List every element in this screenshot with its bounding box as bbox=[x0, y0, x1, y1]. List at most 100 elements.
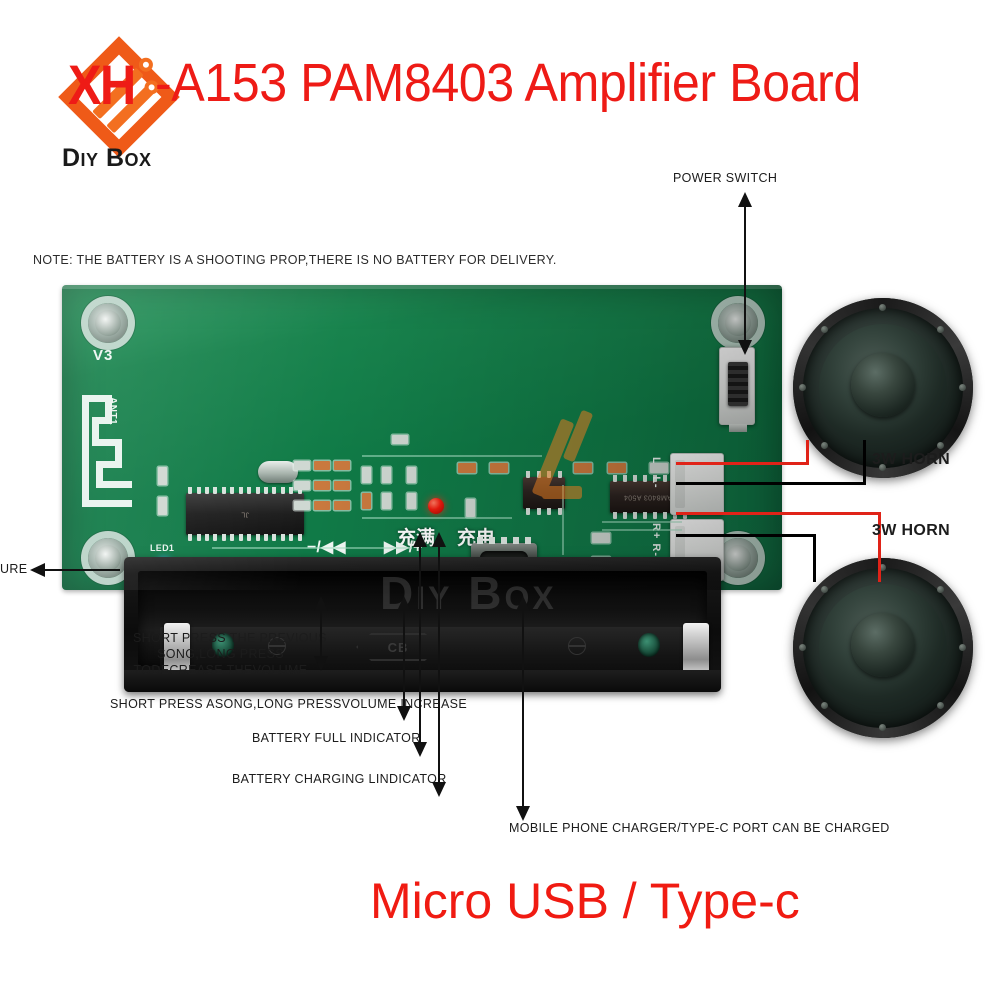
smd-resistor bbox=[294, 481, 310, 490]
callout-battery-charging-line bbox=[438, 536, 441, 788]
callout-horn-top-label: 3W HORN bbox=[872, 451, 951, 468]
callout-prev-song-label: SHORT PRESS THE PREVIOUS SONG,LONG PRESS… bbox=[133, 630, 327, 678]
callout-horn-bottom-label: 3W HORN bbox=[872, 522, 951, 539]
smd-resistor bbox=[407, 467, 416, 483]
power-switch-pin bbox=[729, 424, 747, 432]
wire-top-black-v bbox=[863, 440, 866, 485]
silkscreen-version: V3 bbox=[93, 347, 113, 364]
callout-battery-charging-label: BATTERY CHARGING LINDICATOR bbox=[232, 772, 447, 786]
footer-caption: Micro USB / Type-c bbox=[370, 873, 800, 929]
battery-holder-lip bbox=[124, 670, 721, 692]
callout-battery-charging-arrowhead-down bbox=[432, 782, 446, 797]
smd-resistor bbox=[466, 499, 475, 517]
callout-prev-song-line bbox=[320, 600, 323, 662]
callout-left-edge-arrowhead bbox=[30, 563, 45, 577]
wire-top-red-v bbox=[806, 440, 809, 465]
callout-battery-full-line bbox=[419, 536, 422, 748]
smd-resistor bbox=[294, 501, 310, 510]
wire-bottom-black-h bbox=[676, 534, 816, 537]
smd-capacitor bbox=[490, 463, 508, 473]
callout-prev-song-arrowhead-up bbox=[314, 596, 328, 611]
page-title: -A153 PAM8403 Amplifier Board bbox=[155, 53, 861, 113]
callout-power-switch-label: POWER SWITCH bbox=[673, 171, 778, 185]
battery-note: NOTE: THE BATTERY IS A SHOOTING PROP,THE… bbox=[33, 253, 557, 267]
battery-terminal-right bbox=[638, 633, 660, 657]
callout-power-switch-arrowhead-up bbox=[738, 192, 752, 207]
callout-prev-song-line2: SONG,LONG PRESS bbox=[157, 647, 284, 661]
power-switch[interactable] bbox=[719, 347, 755, 432]
power-switch-knob[interactable] bbox=[728, 362, 748, 406]
pcb-antenna-trace bbox=[82, 395, 134, 507]
amp-ic-pins-bottom bbox=[610, 512, 690, 519]
callout-left-edge-label: URE bbox=[0, 562, 28, 576]
callout-next-song-arrowhead-down bbox=[397, 706, 411, 721]
crystal-oscillator bbox=[258, 461, 298, 483]
callout-usb-port-line bbox=[522, 600, 525, 812]
wire-bottom-red-h bbox=[676, 512, 881, 515]
battery-cavity: CB bbox=[138, 571, 709, 675]
mounting-hole-top-left bbox=[88, 303, 128, 343]
smd-capacitor bbox=[334, 481, 350, 490]
smd-capacitor bbox=[574, 463, 592, 473]
watermark-logo bbox=[520, 409, 630, 520]
battery-holder-cb-mark: CB bbox=[356, 633, 440, 661]
pcb-trace bbox=[362, 517, 512, 519]
smd-capacitor bbox=[362, 493, 371, 509]
speaker-top bbox=[793, 298, 973, 478]
pcb-trace bbox=[362, 455, 542, 457]
smd-resistor bbox=[650, 463, 668, 473]
callout-usb-port-label: MOBILE PHONE CHARGER/TYPE-C PORT CAN BE … bbox=[509, 821, 890, 835]
smd-resistor bbox=[407, 493, 416, 509]
charging-led-red bbox=[428, 498, 444, 514]
callout-battery-full-label: BATTERY FULL INDICATOR bbox=[252, 731, 421, 745]
smd-capacitor bbox=[314, 501, 330, 510]
callout-next-song-label: SHORT PRESS ASONG,LONG PRESSVOLUME INCRE… bbox=[110, 697, 468, 711]
battery-screw-mark bbox=[268, 637, 286, 655]
callout-next-song-line bbox=[403, 600, 406, 712]
callout-battery-full-arrowhead-down bbox=[413, 742, 427, 757]
battery-screw-mark bbox=[568, 637, 586, 655]
brand-logo: Diy Box bbox=[58, 36, 184, 178]
watermark-text: Diy Box bbox=[380, 567, 557, 619]
battery-contact-left bbox=[164, 623, 190, 675]
pcb-trace bbox=[602, 521, 682, 523]
callout-power-switch-line bbox=[744, 196, 747, 346]
charge-ic-pins-bottom bbox=[523, 508, 565, 515]
callout-power-switch-arrowhead-down bbox=[738, 340, 752, 355]
mounting-hole-bottom-right bbox=[718, 538, 758, 578]
smd-resistor bbox=[592, 533, 610, 543]
wire-top-red-h bbox=[676, 462, 809, 465]
callout-usb-port-arrowhead-down bbox=[516, 806, 530, 821]
smd-capacitor bbox=[334, 501, 350, 510]
speaker-bottom-dustcap bbox=[851, 613, 915, 677]
pcb-top-edge bbox=[62, 285, 782, 289]
smd-capacitor bbox=[334, 461, 350, 470]
smd-resistor bbox=[158, 467, 167, 485]
callout-battery-full-arrowhead-up bbox=[413, 532, 427, 547]
pcb-trace bbox=[562, 485, 564, 555]
silkscreen-led1-label: LED1 bbox=[150, 543, 174, 553]
usb-solder-pads bbox=[477, 537, 531, 544]
battery-contact-right bbox=[683, 623, 709, 675]
mounting-hole-top-right bbox=[718, 303, 758, 343]
battery-holder-18650: CB bbox=[124, 557, 721, 692]
ic-pins-top bbox=[186, 487, 304, 494]
smd-resistor bbox=[382, 467, 391, 483]
speaker-top-dustcap bbox=[851, 353, 915, 417]
speaker-bottom bbox=[793, 558, 973, 738]
callout-usb-port-arrowhead-up bbox=[516, 596, 530, 611]
pcb-trace bbox=[212, 547, 412, 549]
smd-capacitor bbox=[608, 463, 626, 473]
bluetooth-mcu-ic: JL bbox=[186, 487, 304, 541]
smd-resistor bbox=[158, 497, 167, 515]
wire-top-black-h bbox=[676, 482, 866, 485]
callout-battery-charging-arrowhead-up bbox=[432, 532, 446, 547]
smd-resistor bbox=[294, 461, 310, 470]
wire-bottom-black-v bbox=[813, 534, 816, 582]
callout-left-edge-line bbox=[42, 569, 120, 572]
smd-capacitor bbox=[314, 481, 330, 490]
pcb-trace bbox=[602, 529, 682, 531]
smd-resistor bbox=[362, 467, 371, 483]
smd-resistor bbox=[382, 493, 391, 509]
